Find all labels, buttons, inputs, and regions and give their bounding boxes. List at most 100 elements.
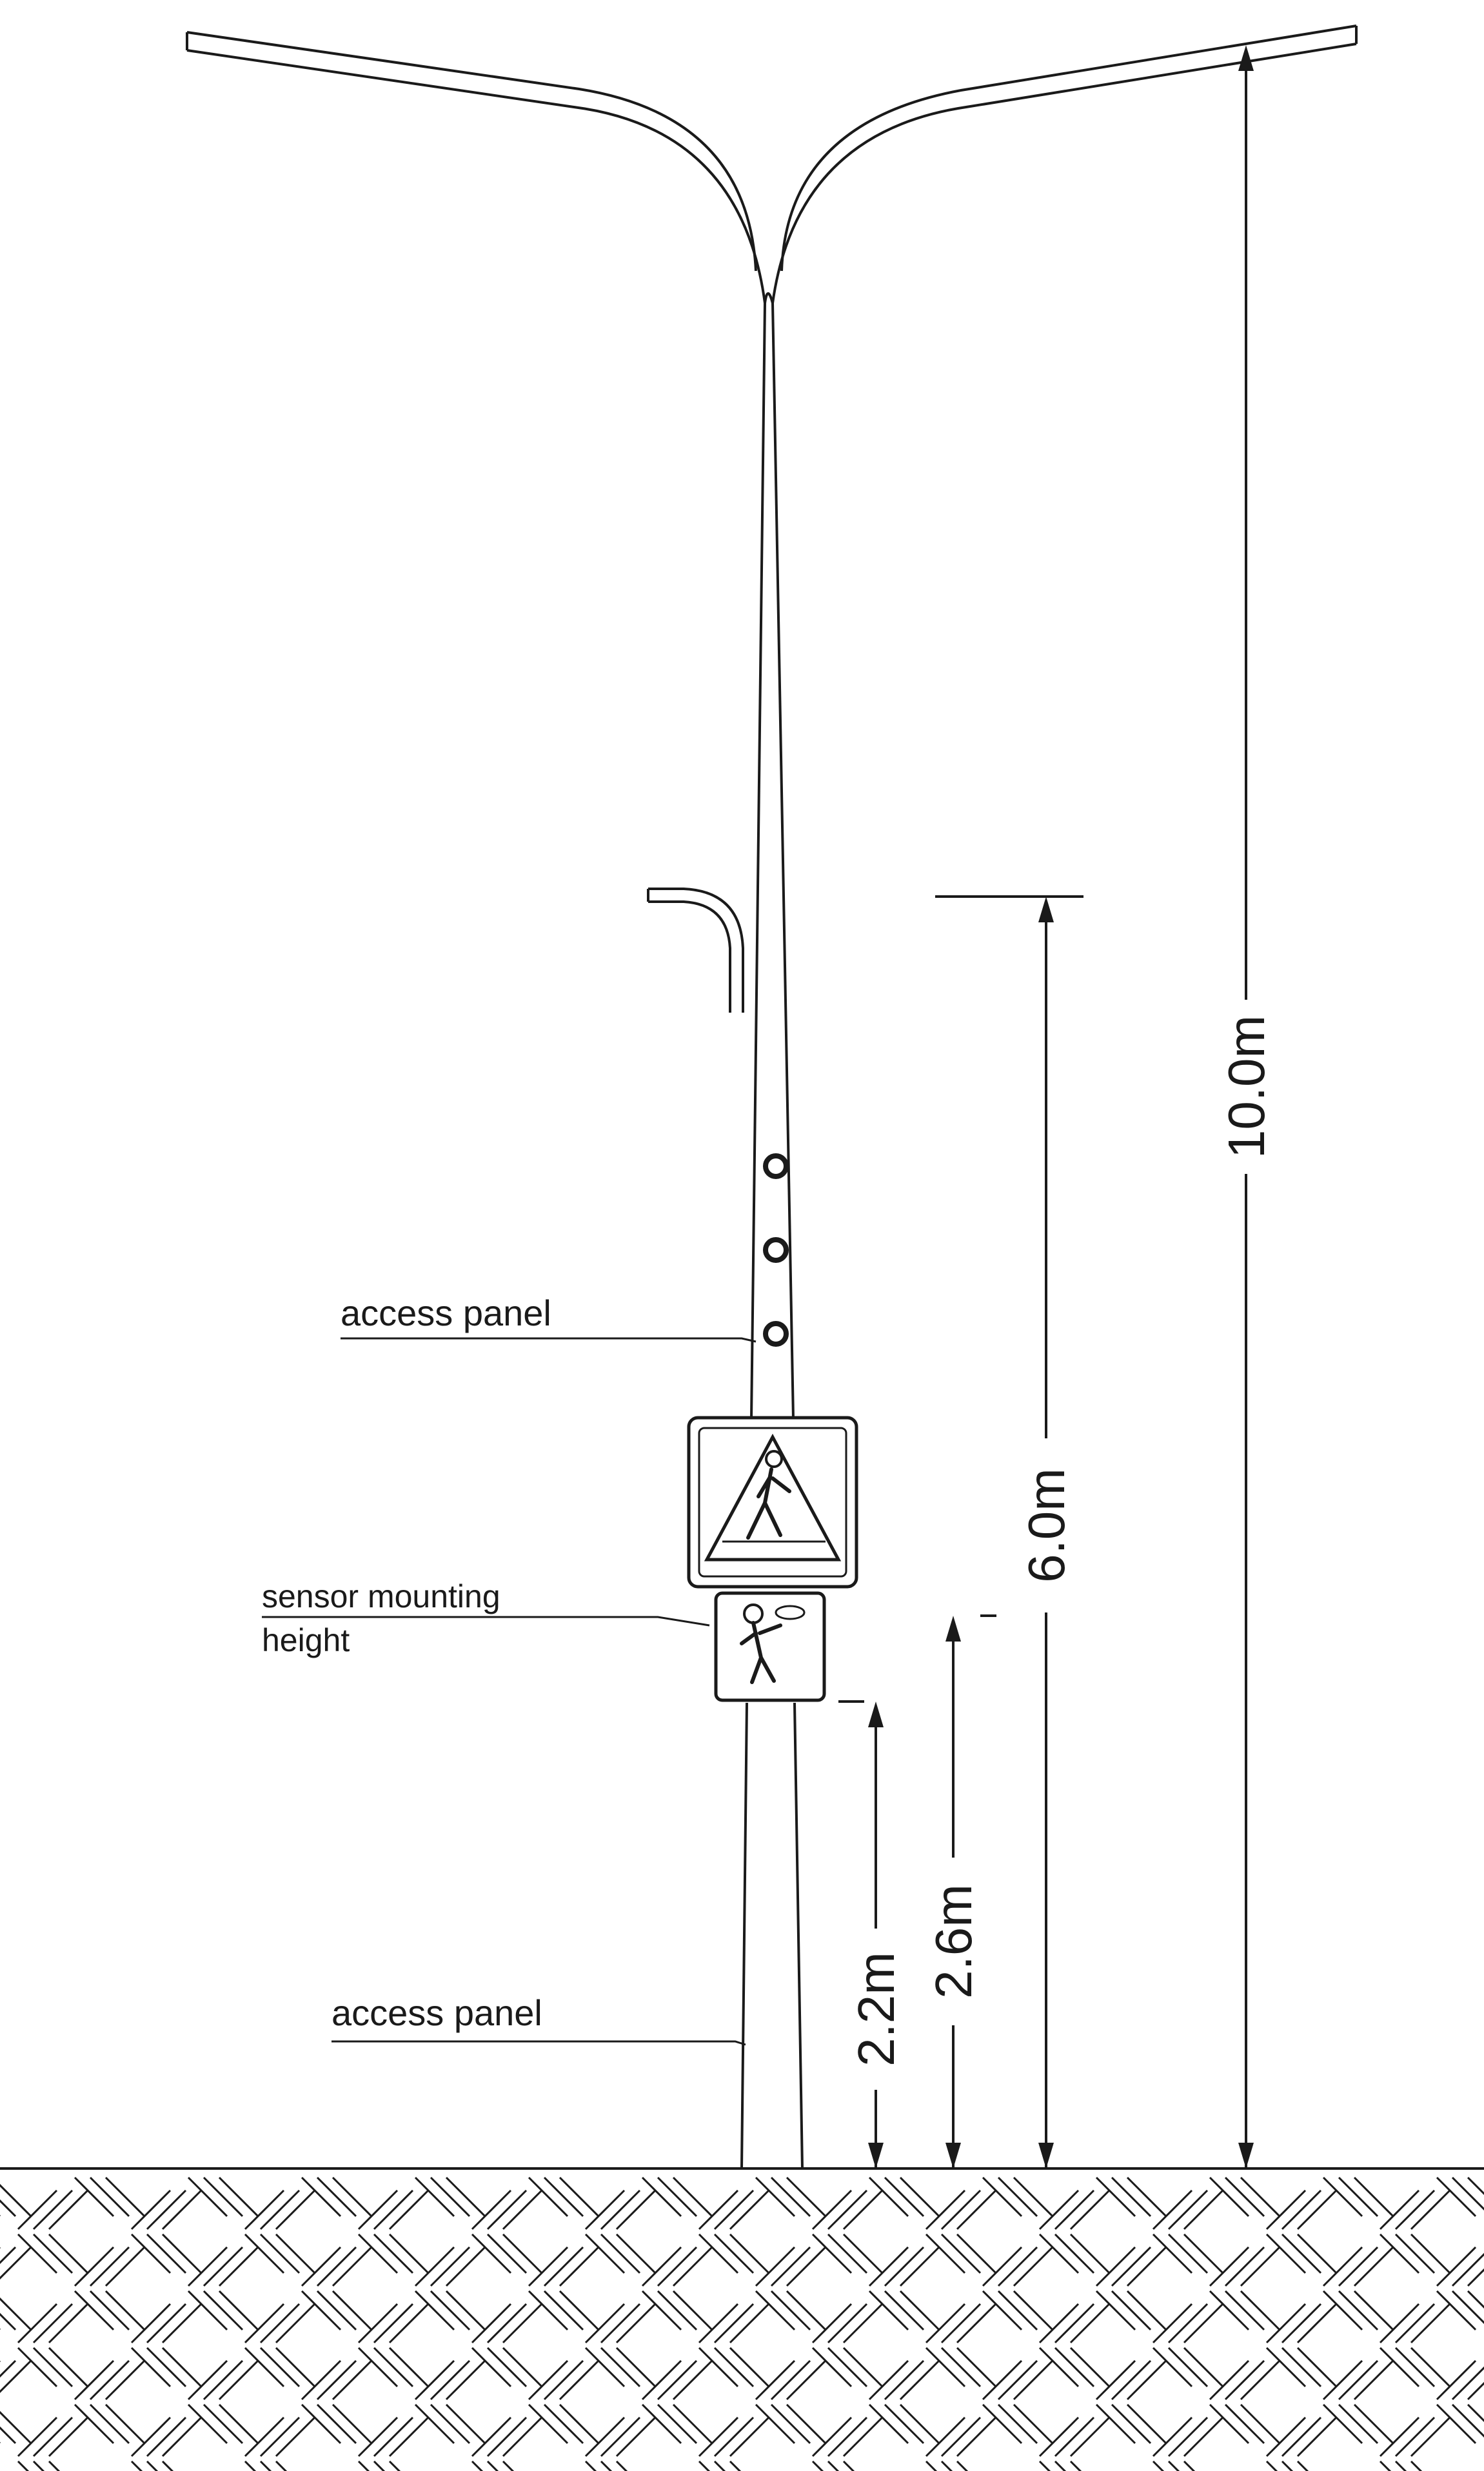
ground-hatch-line: [502, 2347, 543, 2388]
ground-hatch-line: [770, 2403, 811, 2445]
ground-hatch-line: [89, 2290, 130, 2331]
ground-hatch-line: [956, 2233, 997, 2274]
ground-hatch-line: [641, 2403, 682, 2445]
ground-hatch-line: [161, 2347, 203, 2388]
ground-hatch-line: [1338, 2359, 1379, 2401]
ground-hatch-line: [414, 2290, 455, 2331]
ground-hatch-line: [388, 2189, 430, 2230]
ground-hatch-line: [1240, 2246, 1281, 2287]
ground-hatch-line: [502, 2460, 515, 2471]
ground-hatch-line: [925, 2460, 938, 2471]
ground-hatch-line: [1353, 2176, 1394, 2218]
ground-hatch-line: [657, 2176, 698, 2218]
ground-hatch-line: [755, 2176, 796, 2218]
dimension-sensor-height: 2.2m: [838, 1700, 905, 2168]
ground-hatch-line: [414, 2403, 455, 2445]
ground-hatch-line: [48, 2416, 89, 2457]
ground-hatch-line: [187, 2403, 228, 2445]
ground-hatch-line: [357, 2233, 399, 2274]
ground-hatch-line: [1436, 2176, 1477, 2218]
ground-hatch-line: [486, 2303, 528, 2344]
ground-hatch-line: [502, 2303, 543, 2344]
light-pole: [186, 25, 1358, 2169]
ground-hatch-line: [1054, 2233, 1095, 2274]
ground-hatch-line: [842, 2303, 884, 2344]
ground-hatch-line: [698, 2460, 711, 2471]
ground-hatch-line: [698, 2233, 739, 2274]
ground-hatch-line: [729, 2189, 770, 2230]
ground-hatch-line: [770, 2290, 811, 2331]
ground-hatch-line: [982, 2403, 1023, 2445]
ground-hatch-line: [161, 2460, 174, 2471]
ground-hatch-line: [244, 2347, 285, 2388]
ground-hatch-line: [1265, 2189, 1307, 2230]
ground-hatch-line: [1224, 2290, 1265, 2331]
ground-hatch-line: [786, 2359, 827, 2401]
ground-hatch-line: [203, 2359, 244, 2401]
ground-hatch-line: [940, 2347, 982, 2388]
ground-hatch-line: [1167, 2303, 1209, 2344]
ground-hatch-line: [1183, 2233, 1224, 2274]
ground-hatch-line: [1111, 2246, 1152, 2287]
ground-hatch-line: [868, 2403, 909, 2445]
ground-hatch-line: [161, 2416, 203, 2457]
dimension-arm-height: 6.0m: [935, 895, 1083, 2168]
ground-hatch-line: [1451, 2290, 1484, 2325]
ground-hatch-line: [486, 2416, 528, 2457]
ground-hatch-line: [672, 2359, 713, 2401]
ground-hatch-line: [1338, 2290, 1379, 2331]
ground-hatch-line: [940, 2233, 982, 2274]
ground-hatch-line: [1069, 2189, 1111, 2230]
ground-hatch-line: [471, 2189, 512, 2230]
ground-hatch-line: [89, 2246, 130, 2287]
ground-hatch-line: [430, 2176, 471, 2218]
ground-hatch-line: [1095, 2246, 1136, 2287]
ground-hatch-line: [1240, 2403, 1281, 2445]
ground-hatch-line: [275, 2233, 316, 2274]
ground-hatch-line: [672, 2403, 713, 2445]
ground-hatch-line: [1167, 2460, 1180, 2471]
ground-hatch-line: [1069, 2233, 1111, 2274]
ground-hatch-line: [430, 2246, 471, 2287]
ground-hatch-line: [373, 2460, 386, 2471]
ground-hatch-line: [301, 2290, 342, 2331]
ground-hatch-line: [74, 2176, 115, 2218]
ground-hatch-line: [811, 2233, 853, 2274]
ground-hatch-line: [925, 2189, 966, 2230]
sensor-mounting-label-line2: height: [262, 1622, 350, 1658]
pedestrian-crossing-sign-icon: [687, 1416, 858, 1589]
access-panel-lower-label: access panel: [331, 1992, 542, 2033]
ground-hatch-line: [1054, 2303, 1095, 2344]
ground-hatch-line: [502, 2189, 543, 2230]
ground-hatch-line: [997, 2290, 1038, 2331]
ground-hatch-line: [357, 2460, 370, 2471]
ground-hatch-line: [502, 2233, 543, 2274]
ground-hatch-line: [1224, 2176, 1265, 2218]
ground-hatch-line: [842, 2416, 884, 2457]
ground-hatch-line: [1111, 2359, 1152, 2401]
ground-hatch-line: [48, 2233, 89, 2274]
ground-hatch-line: [755, 2246, 796, 2287]
ground-hatch-line: [218, 2403, 259, 2445]
ground-hatch-line: [1296, 2303, 1338, 2344]
ground-hatch-line: [1322, 2246, 1363, 2287]
ground-hatch-line: [0, 2246, 17, 2265]
ground-hatch-line: [1379, 2189, 1420, 2230]
ground-hatch-line: [301, 2403, 342, 2445]
ground-hatch-line: [1183, 2347, 1224, 2388]
ground-hatch-line: [1436, 2359, 1477, 2401]
ground-hatch-line: [600, 2416, 641, 2457]
ground-hatch-line: [1410, 2233, 1451, 2274]
ground-hatch-line: [600, 2189, 641, 2230]
ground-hatch-line: [445, 2246, 486, 2287]
ground-hatch-line: [884, 2176, 925, 2218]
ground-hatch-line: [600, 2233, 641, 2274]
ground-hatch-line: [925, 2303, 966, 2344]
ground-hatch-line: [32, 2460, 45, 2471]
ground-hatch-line: [32, 2303, 74, 2344]
ground-hatch-line: [729, 2303, 770, 2344]
ground-hatch-line: [74, 2290, 115, 2331]
ground-hatch-line: [161, 2189, 203, 2230]
ground-hatch-line: [940, 2460, 953, 2471]
ground-hatch-line: [1379, 2347, 1420, 2388]
